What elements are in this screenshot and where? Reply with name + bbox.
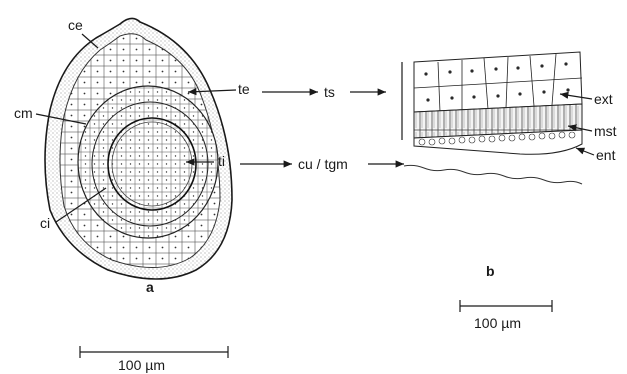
label-ci: ci: [40, 215, 50, 231]
leader-ent: [576, 148, 594, 155]
tissue-section-b: [402, 52, 582, 184]
label-te: te: [238, 81, 250, 97]
cuticle-line: [404, 165, 582, 184]
scale-bar-a-label: 100 µm: [118, 357, 165, 373]
caption-b: b: [486, 263, 495, 279]
label-cm: cm: [14, 105, 33, 121]
label-ext: ext: [594, 91, 613, 107]
label-ent: ent: [596, 147, 616, 163]
label-ts: ts: [324, 84, 335, 100]
label-ce: ce: [68, 17, 83, 33]
scale-bar-a: 100 µm: [80, 346, 228, 373]
label-cu-tgm: cu / tgm: [298, 156, 348, 172]
inner-core: [108, 118, 196, 210]
caption-a: a: [146, 279, 154, 295]
scale-bar-b-label: 100 µm: [474, 315, 521, 331]
label-ti: ti: [218, 153, 225, 169]
label-mst: mst: [594, 123, 617, 139]
cross-section-a: [45, 18, 232, 279]
scale-bar-b: 100 µm: [460, 300, 552, 331]
